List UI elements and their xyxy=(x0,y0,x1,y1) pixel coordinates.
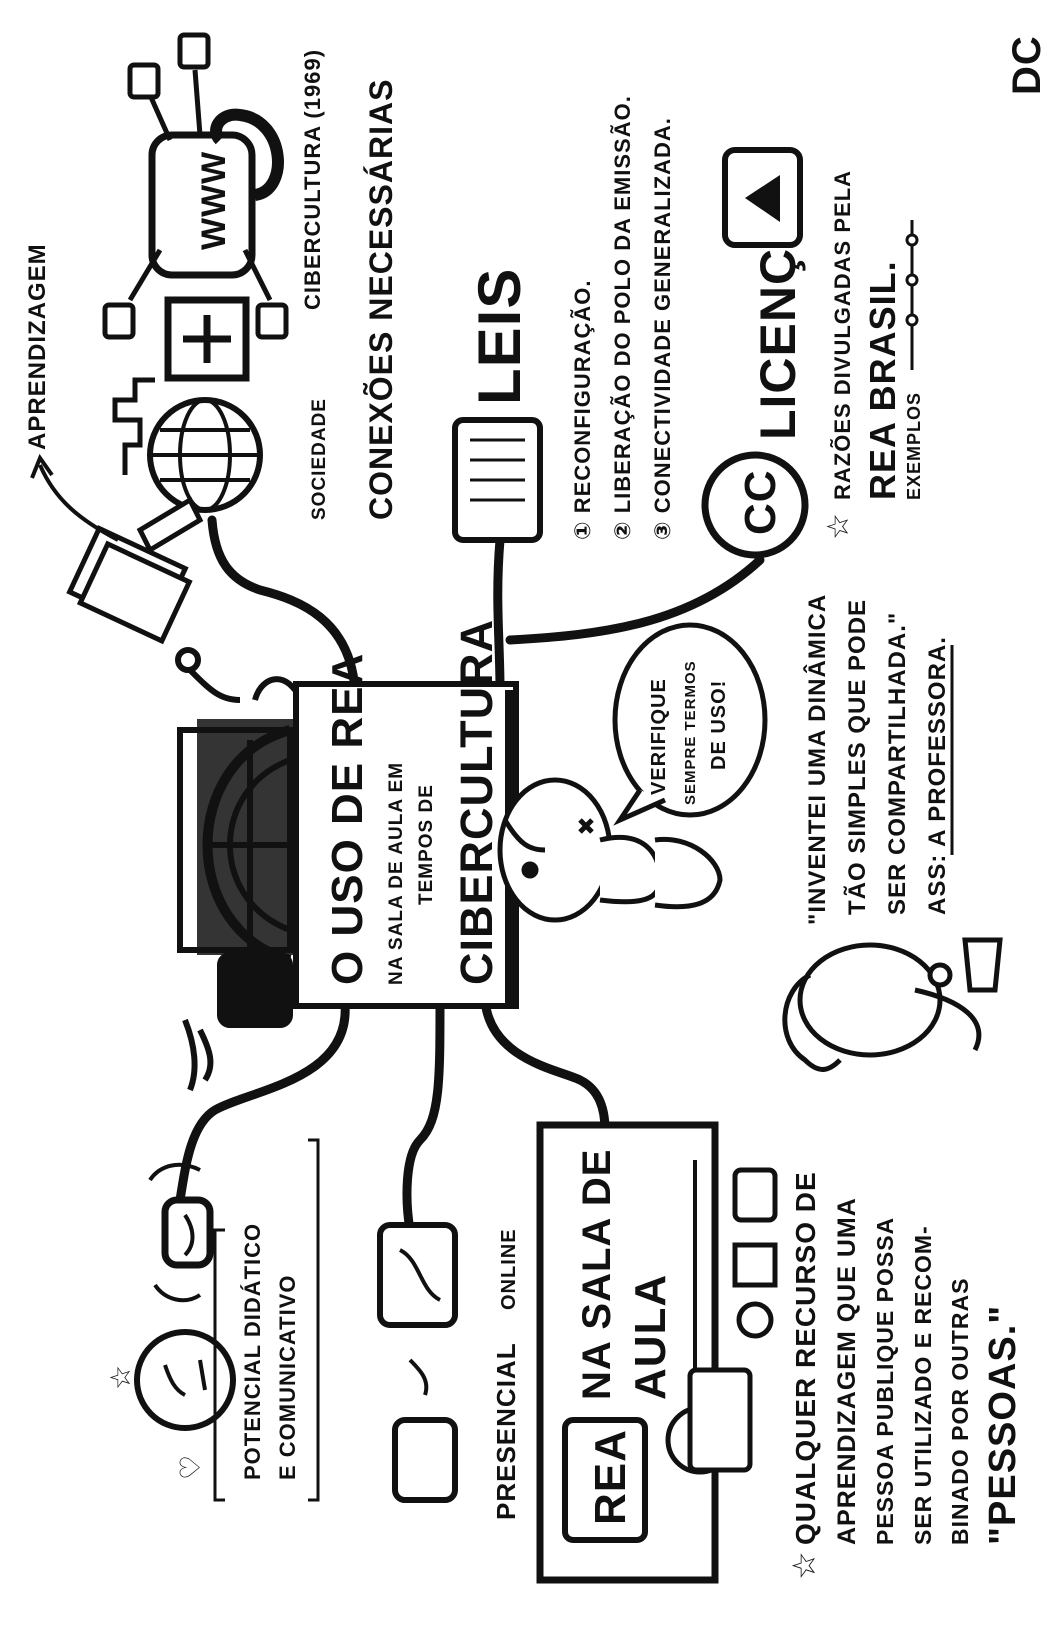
line-to-presencial xyxy=(407,1000,440,1230)
quote-line1: "INVENTEI UMA DINÂMICA xyxy=(803,594,831,925)
star-icon: ☆ xyxy=(822,513,855,540)
online-screen-icon xyxy=(380,1225,455,1325)
quote-line4: ASS: A PROFESSORA. xyxy=(924,636,951,915)
def-line1: QUALQUER RECURSO DE xyxy=(790,1171,821,1545)
curved-arrow-icon xyxy=(40,465,118,540)
line-to-licencas xyxy=(510,560,760,640)
timeline-dots-icon xyxy=(907,220,917,370)
network-node-icon xyxy=(105,305,133,337)
quote-block: "INVENTEI UMA DINÂMICA TÃO SIMPLES QUE P… xyxy=(803,594,952,925)
def-line4: SER UTILIZADO E RECOM- xyxy=(910,1225,936,1545)
line-to-sala xyxy=(485,1000,605,1130)
scroll-icon xyxy=(455,420,540,540)
online-label: ONLINE xyxy=(498,1228,520,1310)
teacher-illustration xyxy=(785,940,1000,1069)
presencial-label: PRESENCIAL xyxy=(491,1342,521,1520)
media-icons xyxy=(735,1170,775,1336)
center-title: O USO DE REA xyxy=(323,653,372,985)
presencial-online-branch: PRESENCIAL ONLINE xyxy=(380,1225,521,1520)
conexoes-label: CONEXÕES NECESSÁRIAS xyxy=(363,79,399,520)
potencial-branch: ☆ ♡ POTENCIAL DIDÁTICO E COMUNICATIVO xyxy=(105,1140,318,1500)
smiley-globe-icon xyxy=(137,1332,233,1428)
coffee-cup-icon xyxy=(965,940,1000,990)
computer-globe-illustration xyxy=(178,650,295,1090)
network-node-icon xyxy=(130,65,158,97)
quote-line3: SER COMPARTILHADA." xyxy=(884,612,911,915)
heart-icon: ♡ xyxy=(175,1455,206,1480)
licencas-branch: CC LICENÇAS ☆ RAZÕES DIVULGADAS PELA REA… xyxy=(705,150,924,555)
bubble-line2: SEMPRE TERMOS xyxy=(682,660,699,805)
def-line3: PESSOA PUBLIQUE POSSA xyxy=(872,1217,898,1545)
leis-item-3: ③ CONECTIVIDADE GENERALIZADA. xyxy=(650,117,675,540)
sociedade-label: SOCIEDADE xyxy=(309,398,330,520)
center-node: O USO DE REA NA SALA DE AULA EM TEMPOS D… xyxy=(296,619,516,1006)
leis-item-1: ① RECONFIGURAÇÃO. xyxy=(570,279,595,540)
signature: DC xyxy=(1005,35,1049,95)
def-line6: "PESSOAS." xyxy=(982,1305,1024,1545)
bubble-line3: DE USO! xyxy=(708,680,730,770)
speech-bubble: VERIFIQUE SEMPRE TERMOS DE USO! xyxy=(615,625,765,820)
leis-branch: LEIS ① RECONFIGURAÇÃO. ② LIBERAÇÃO DO PO… xyxy=(455,95,675,540)
leis-title: LEIS xyxy=(466,268,533,405)
center-line1: NA SALA DE AULA EM xyxy=(386,762,407,985)
tablet-icon xyxy=(735,1245,775,1285)
network-node-icon xyxy=(258,305,286,337)
center-line2: TEMPOS DE xyxy=(416,784,437,905)
play-video-icon xyxy=(725,150,800,245)
cc-badge-label: CC xyxy=(736,469,785,535)
phone-icon xyxy=(735,1170,775,1220)
sala-branch: NA SALA DE AULA REA ☆ QUALQUER RECURSO D… xyxy=(540,1125,1024,1580)
top-branch: WWW APRENDIZAGEM CIBERCULTURA (1969) SOC… xyxy=(24,35,399,641)
leis-item-2: ② LIBERAÇÃO DO POLO DA EMISSÃO. xyxy=(610,95,635,540)
presencial-screen-icon xyxy=(395,1420,455,1500)
star-icon: ☆ xyxy=(105,1365,136,1390)
potencial-line2: E COMUNICATIVO xyxy=(275,1275,300,1480)
def-line2: APRENDIZAGEM QUE UMA xyxy=(833,1197,861,1545)
def-line5: BINADO POR OUTRAS xyxy=(947,1278,973,1545)
rea-brasil-label: REA BRASIL. xyxy=(862,260,903,500)
www-label: WWW xyxy=(195,151,233,250)
aprendizagem-label: APRENDIZAGEM xyxy=(24,243,51,450)
quote-line2: TÃO SIMPLES QUE PODE xyxy=(843,599,871,915)
center-line3: CIBERCULTURA xyxy=(451,619,502,985)
cd-icon xyxy=(739,1304,771,1336)
bubble-line1: VERIFIQUE xyxy=(648,678,670,795)
rea-label: REA xyxy=(586,1429,635,1525)
sala-line2: AULA xyxy=(626,1274,675,1400)
exemplos-label: EXEMPLOS xyxy=(904,392,924,500)
cibercultura-label: CIBERCULTURA (1969) xyxy=(300,49,325,310)
razoes-label: RAZÕES DIVULGADAS PELA xyxy=(830,170,855,500)
network-node-icon xyxy=(180,35,208,67)
potencial-line1: POTENCIAL DIDÁTICO xyxy=(240,1223,265,1480)
sala-line1: NA SALA DE xyxy=(575,1149,619,1400)
star-icon: ☆ xyxy=(786,1551,822,1580)
